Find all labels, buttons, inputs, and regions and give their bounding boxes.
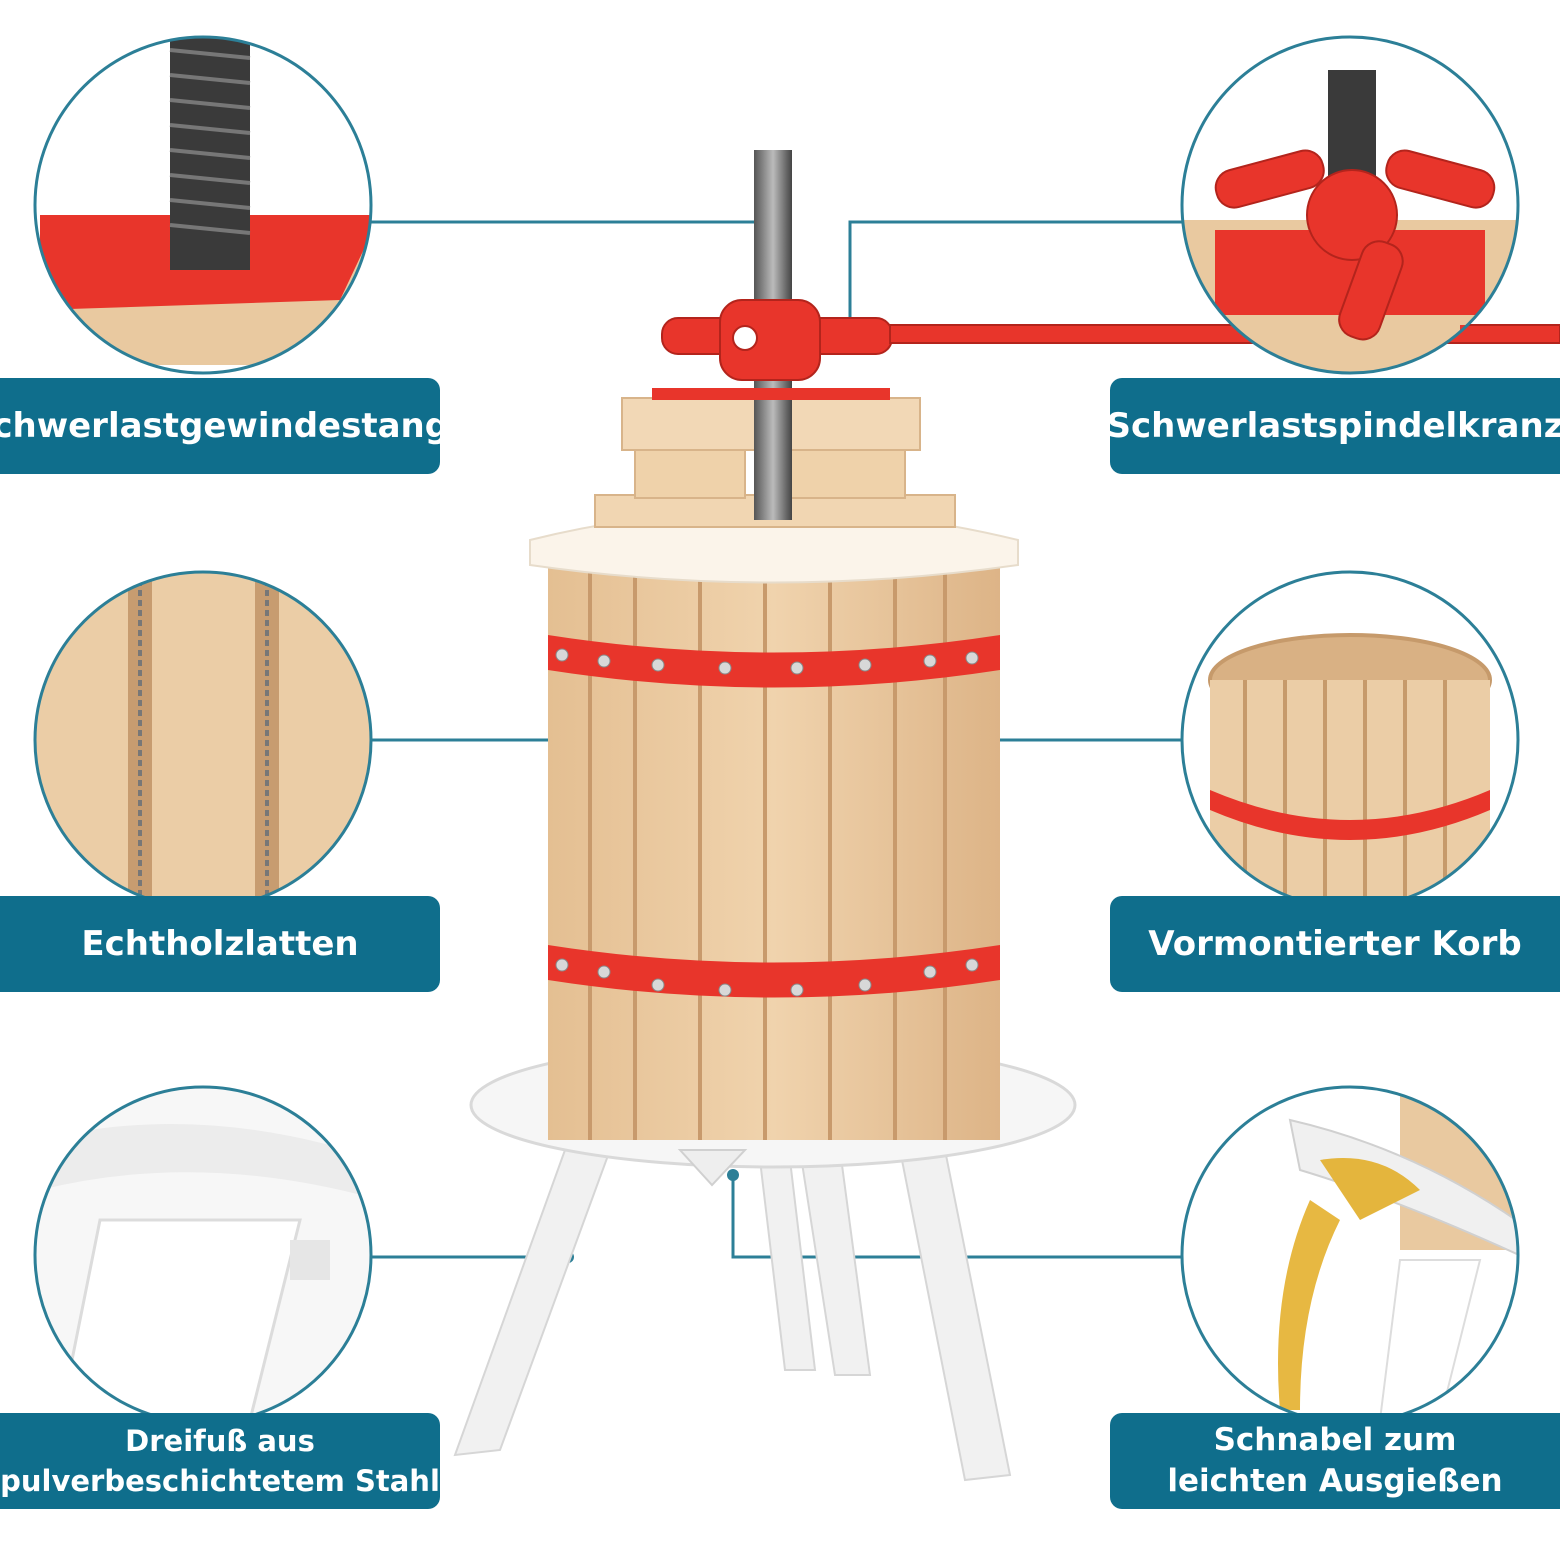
label-thread-rod: Schwerlastgewindestange xyxy=(0,378,440,474)
label-spout-line2: leichten Ausgießen xyxy=(1167,1463,1503,1499)
wood-slats-detail xyxy=(33,570,373,910)
connector-lines xyxy=(371,220,1182,1259)
label-tripod-line2: pulverbeschichtetem Stahl xyxy=(0,1464,440,1498)
basket-detail xyxy=(1180,570,1520,910)
label-spindle-ring-text: Schwerlastspindelkranz xyxy=(1110,406,1560,446)
label-wood-slats: Echtholzlatten xyxy=(0,896,440,992)
label-basket: Vormontierter Korb xyxy=(1110,896,1560,992)
label-wood-slats-text: Echtholzlatten xyxy=(81,924,359,964)
label-spout: Schnabel zum leichten Ausgießen xyxy=(1110,1413,1560,1509)
label-basket-text: Vormontierter Korb xyxy=(1148,924,1522,964)
label-tripod-line1: Dreifuß aus xyxy=(125,1424,315,1458)
label-spout-line1: Schnabel zum xyxy=(1213,1422,1457,1458)
tripod-detail xyxy=(33,1085,373,1425)
thread-rod-detail xyxy=(33,35,373,375)
label-spindle-ring: Schwerlastspindelkranz xyxy=(1110,378,1560,474)
label-thread-rod-text: Schwerlastgewindestange xyxy=(0,406,440,446)
spout-detail xyxy=(1180,1085,1520,1425)
label-tripod: Dreifuß aus pulverbeschichtetem Stahl xyxy=(0,1413,440,1509)
